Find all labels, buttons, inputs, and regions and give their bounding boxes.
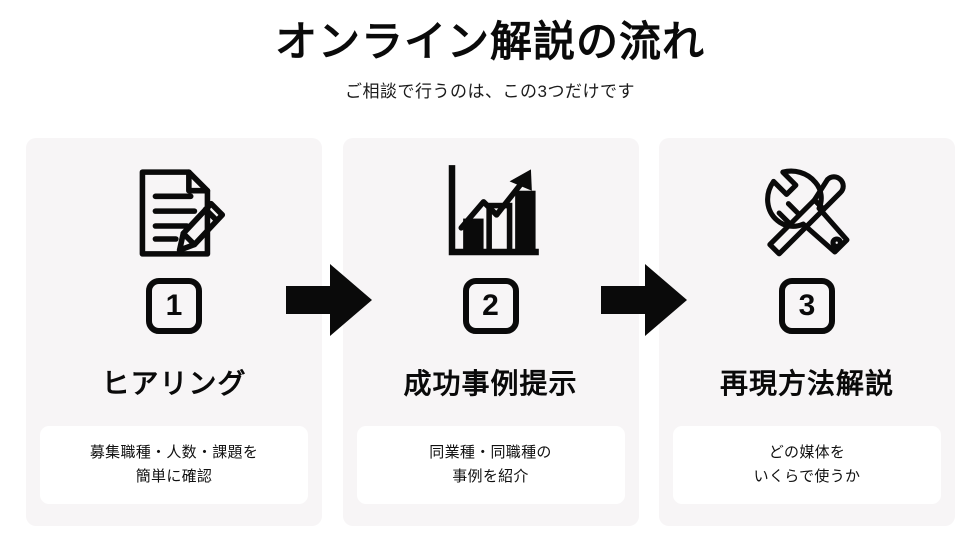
step-title-2: 成功事例提示 xyxy=(403,368,578,399)
step-description-box-2: 同業種・同職種の 事例を紹介 xyxy=(356,426,625,504)
page-title: オンライン解説の流れ xyxy=(274,18,705,65)
step-description-box-3: どの媒体を いくらで使うか xyxy=(673,426,941,504)
step-badge-2: 2 xyxy=(462,278,519,334)
step-number-2: 2 xyxy=(482,289,499,322)
step-description-2: 同業種・同職種の 事例を紹介 xyxy=(429,443,552,485)
step-card-1[interactable]: 1 ヒアリング 募集職種・人数・課題を 簡単に確認 xyxy=(26,138,322,526)
arrow-step1-to-step2 xyxy=(286,264,372,336)
step-title-3: 再現方法解説 xyxy=(719,368,894,399)
step-description-3: どの媒体を いくらで使うか xyxy=(753,443,861,485)
step-number-3: 3 xyxy=(798,289,816,322)
step-badge-1: 1 xyxy=(146,278,202,334)
step-card-2[interactable]: 2 成功事例提示 同業種・同職種の 事例を紹介 xyxy=(342,138,639,526)
step-number-1: 1 xyxy=(165,289,183,322)
page-subtitle: ご相談で行うのは、この3つだけです xyxy=(345,82,635,102)
step-title-1: ヒアリング xyxy=(101,368,247,399)
growth-chart-icon xyxy=(439,154,543,272)
page-header: オンライン解説の流れ ご相談で行うのは、この3つだけです xyxy=(0,0,980,102)
steps-row: 1 ヒアリング 募集職種・人数・課題を 簡単に確認 2 成功事 xyxy=(26,138,955,526)
step-badge-3: 3 xyxy=(779,278,835,334)
document-pencil-icon xyxy=(122,154,226,272)
arrow-step2-to-step3 xyxy=(601,264,687,336)
tools-icon xyxy=(755,154,859,272)
step-description-1: 募集職種・人数・課題を 簡単に確認 xyxy=(89,443,259,485)
step-card-3[interactable]: 3 再現方法解説 どの媒体を いくらで使うか xyxy=(659,138,955,526)
step-description-box-1: 募集職種・人数・課題を 簡単に確認 xyxy=(40,426,308,504)
